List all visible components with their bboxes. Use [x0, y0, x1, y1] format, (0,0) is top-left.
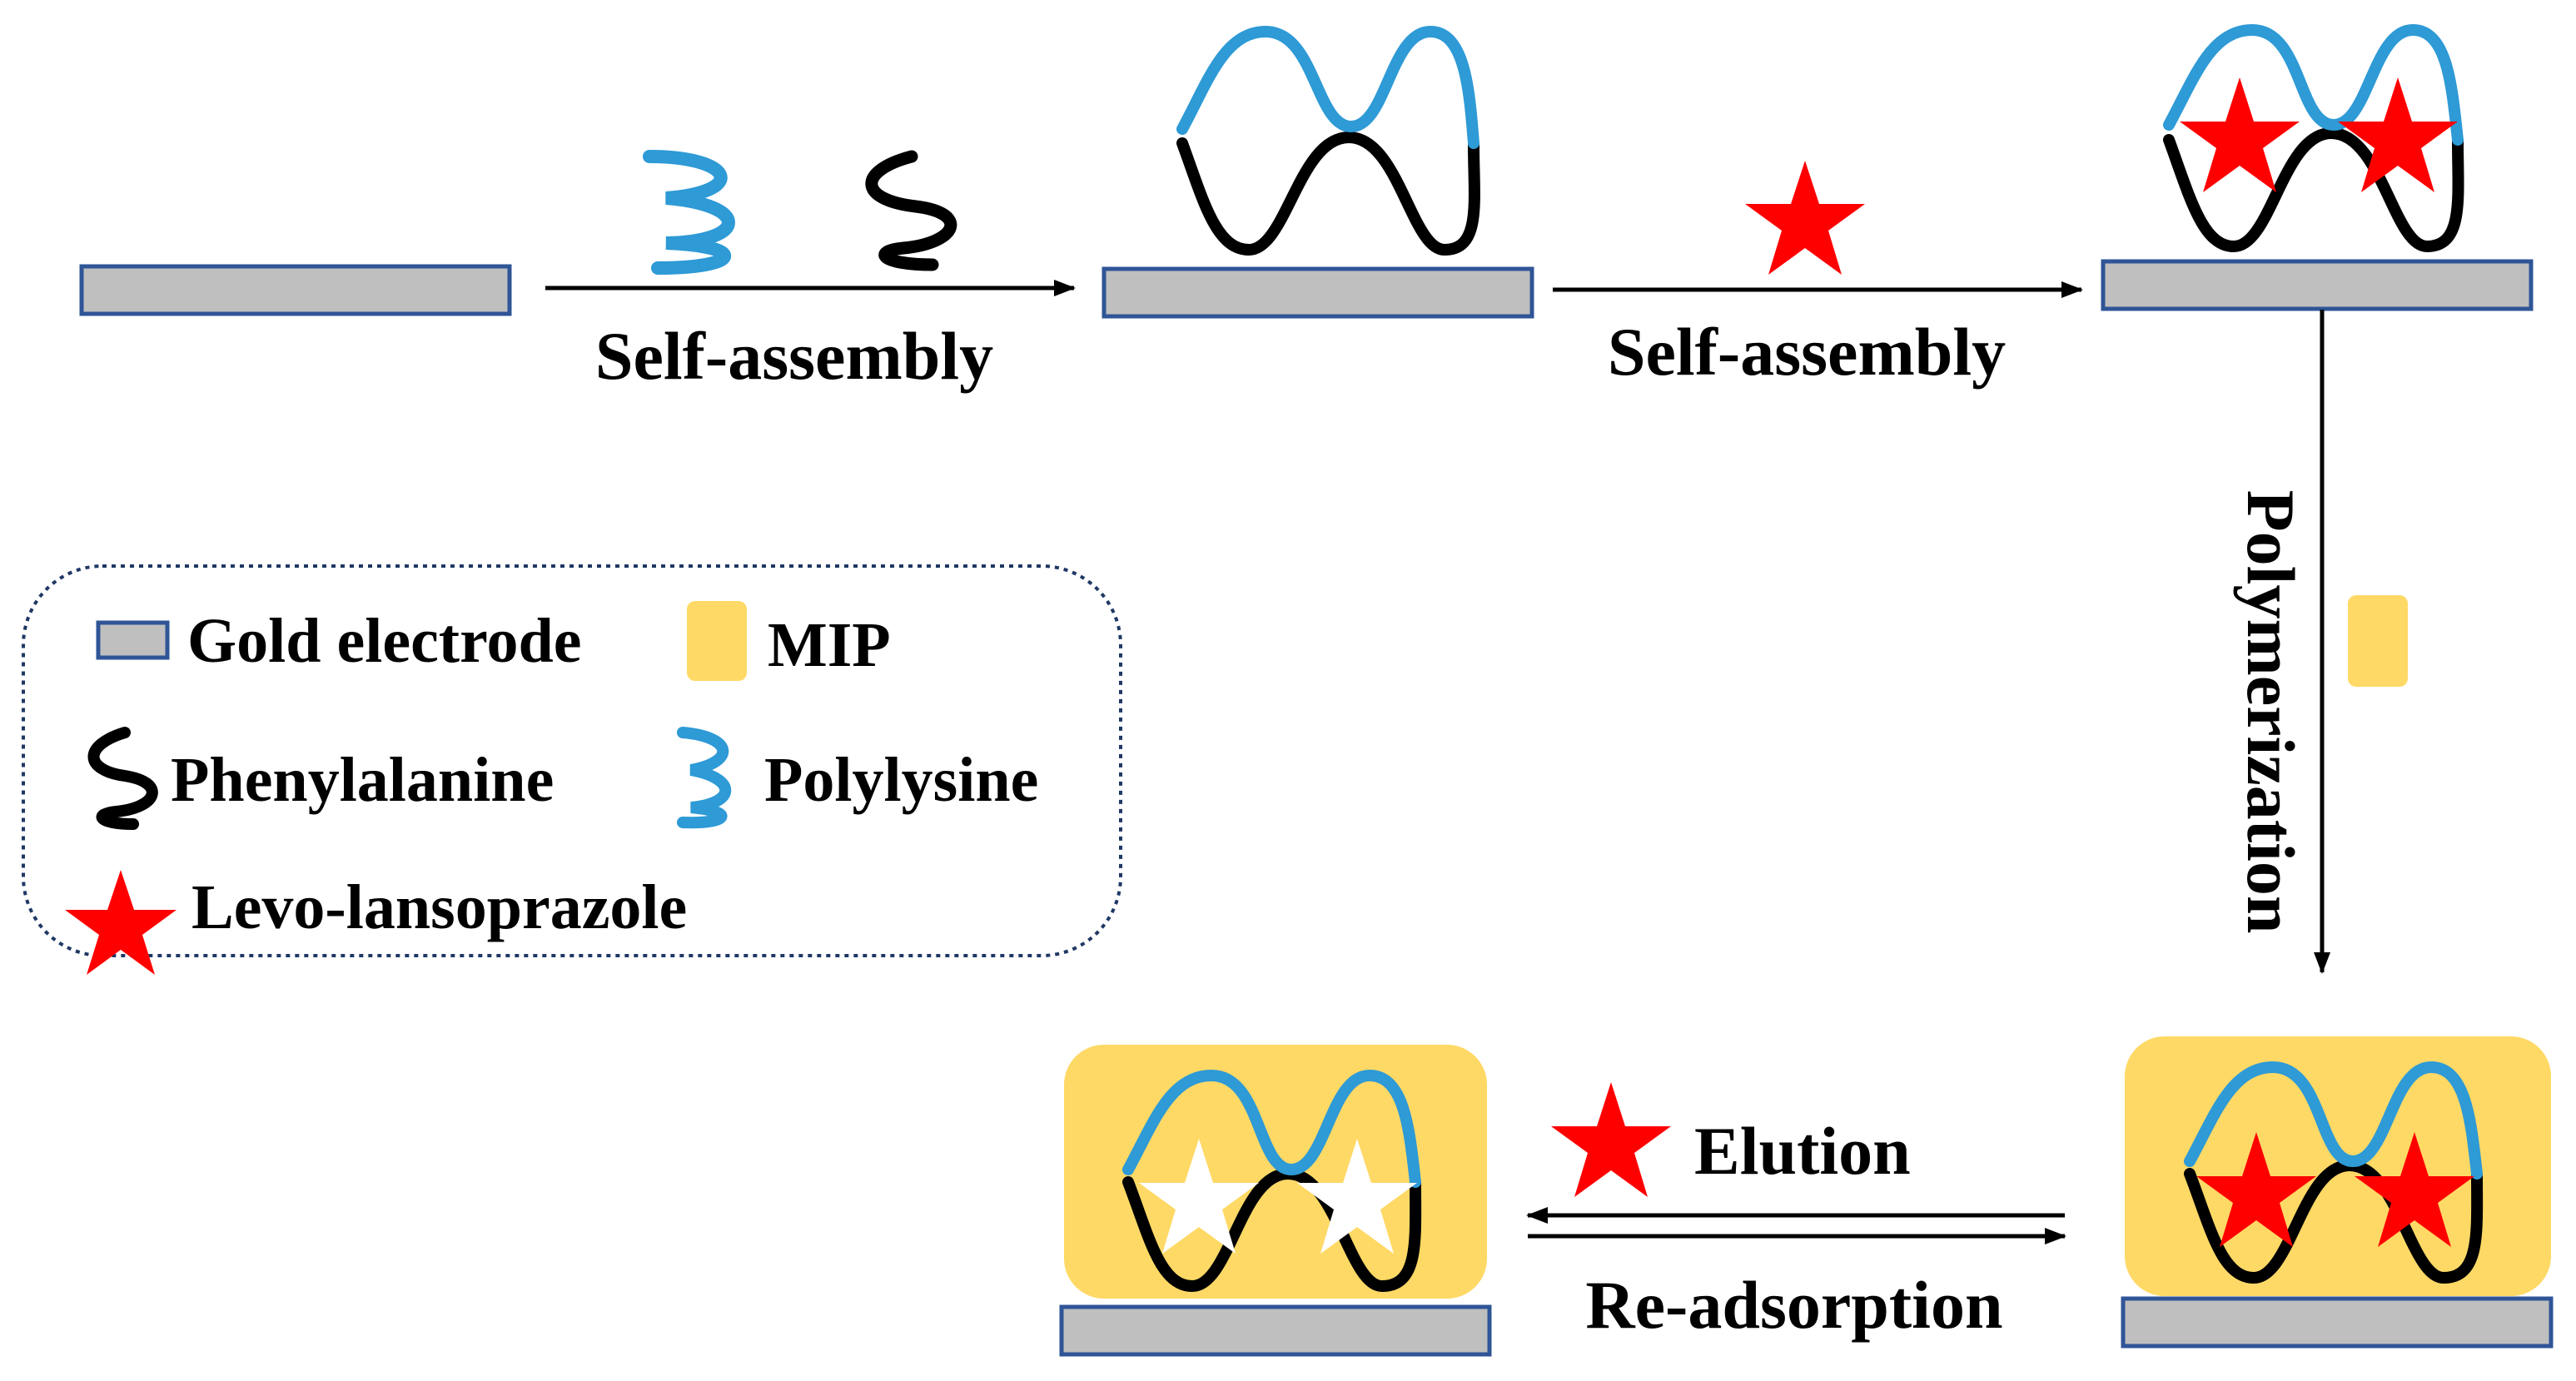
- bare-gold-electrode: [79, 264, 512, 316]
- polylysine-chain-stage5: [1122, 1069, 1421, 1188]
- mip-monomer-icon: [2348, 595, 2408, 687]
- legend-mip-icon: [687, 601, 747, 681]
- legend-levo-lansoprazole-icon: [65, 870, 177, 975]
- legend-polylysine-label: Polylysine: [764, 745, 1038, 815]
- legend-mip-label: MIP: [768, 610, 891, 680]
- template-star-stage4-right: [2355, 1132, 2474, 1247]
- template-star-stage3-left: [2180, 77, 2300, 192]
- template-star-stage3-right: [2338, 77, 2458, 192]
- elution-label: Elution: [1694, 1113, 1911, 1189]
- phenylalanine-monomer-icon: [865, 150, 957, 271]
- polylysine-monomer-icon: [643, 150, 735, 275]
- polylysine-chain-stage4: [2184, 1061, 2483, 1180]
- step2-label: Self-assembly: [1608, 314, 2006, 390]
- cavity-star-right: [1297, 1139, 1417, 1254]
- phenylalanine-chain-stage3: [2163, 127, 2464, 253]
- legend-polylysine-icon: [677, 727, 732, 829]
- legend-phenylalanine-icon: [87, 727, 158, 830]
- electrode-stage2: [1102, 266, 1534, 319]
- step1-label: Self-assembly: [595, 318, 993, 394]
- readsorption-label: Re-adsorption: [1585, 1267, 2002, 1343]
- legend-box: [22, 564, 1122, 957]
- legend-levo-lansoprazole-label: Levo-lansoprazole: [191, 872, 687, 942]
- legend-gold-electrode-label: Gold electrode: [187, 606, 581, 676]
- eluted-template-icon: [1551, 1082, 1671, 1197]
- template-star-stage4-left: [2196, 1132, 2316, 1247]
- levo-lansoprazole-template-icon: [1745, 161, 1865, 275]
- legend-phenylalanine-label: Phenylalanine: [171, 745, 554, 815]
- electrode-stage5: [1059, 1304, 1492, 1357]
- step3-label: Polymerization: [2233, 490, 2309, 934]
- polylysine-chain-stage2: [1176, 25, 1479, 149]
- cavity-star-left: [1139, 1139, 1259, 1254]
- polylysine-chain-stage3: [2163, 23, 2464, 146]
- phenylalanine-chain-stage2: [1176, 131, 1480, 256]
- legend-gold-electrode-icon: [96, 620, 170, 660]
- electrode-stage3: [2101, 259, 2534, 311]
- electrode-stage4: [2121, 1296, 2554, 1349]
